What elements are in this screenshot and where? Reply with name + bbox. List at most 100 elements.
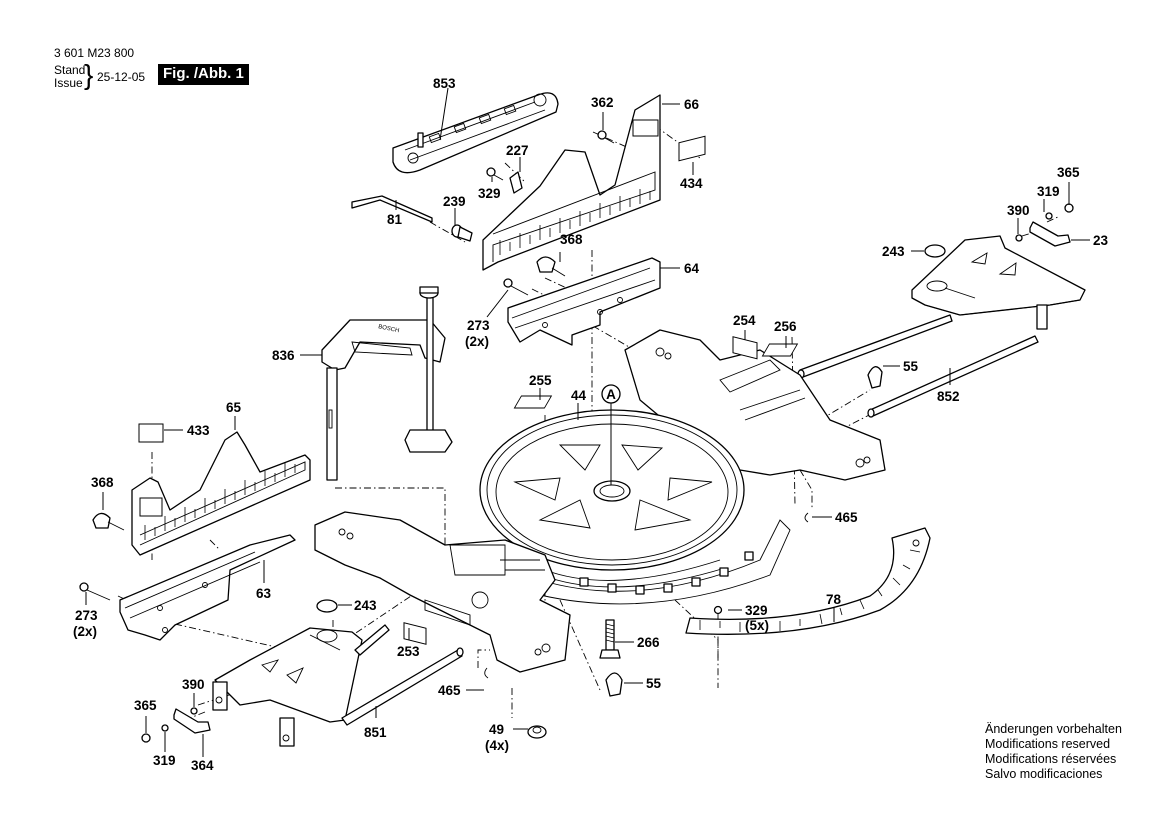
knob-368-left — [92, 512, 125, 531]
label-266: 266 — [637, 635, 660, 650]
screw-273-top — [503, 278, 529, 296]
label-65: 65 — [226, 400, 242, 415]
screw-365-right — [1064, 203, 1074, 213]
label-273-top: 273 — [467, 318, 490, 333]
label-239: 239 — [443, 194, 466, 209]
sticker-255 — [513, 395, 553, 409]
washer-319-right — [1045, 212, 1053, 220]
label-23: 23 — [1093, 233, 1109, 248]
label-434: 434 — [680, 176, 703, 191]
label-273-left-qty: (2x) — [73, 624, 97, 639]
label-243-right: 243 — [882, 244, 905, 259]
label-329-bottom-qty: (5x) — [745, 618, 769, 633]
label-area-65 — [139, 497, 163, 517]
nut-49 — [527, 725, 547, 739]
document-number: 3 601 M23 800 — [54, 46, 135, 60]
label-253: 253 — [397, 644, 420, 659]
label-243-left: 243 — [354, 598, 377, 613]
notice-line-de: Änderungen vorbehalten — [985, 722, 1122, 736]
label-64: 64 — [684, 261, 700, 276]
base-left-wing — [314, 511, 571, 673]
part-labels: 853 362 66 227 329 434 81 239 368 64 273… — [73, 76, 1109, 773]
label-368-left: 368 — [91, 475, 114, 490]
clip-465-right — [804, 512, 809, 523]
label-851: 851 — [364, 725, 387, 740]
stand-issue-label: Stand Issue — [54, 64, 85, 90]
label-368-top: 368 — [560, 232, 583, 247]
label-273-left: 273 — [75, 608, 98, 623]
label-390-right: 390 — [1007, 203, 1030, 218]
modifications-notice: Änderungen vorbehalten Modifications res… — [985, 722, 1122, 782]
brace-icon: } — [84, 59, 94, 90]
label-256: 256 — [774, 319, 797, 334]
svg-text:BOSCH: BOSCH — [378, 324, 400, 334]
screw-365-left — [141, 733, 151, 743]
scale-ticks-66 — [499, 189, 651, 255]
issue-label: Issue — [54, 76, 83, 90]
label-49-qty: (4x) — [485, 738, 509, 753]
label-362: 362 — [591, 95, 614, 110]
scale-ticks-65 — [144, 462, 296, 540]
notice-line-fr: Modifications réservées — [985, 752, 1117, 766]
rods-852 — [797, 314, 1039, 418]
sticker-253 — [403, 622, 427, 645]
part-64-rail — [507, 257, 661, 346]
label-255: 255 — [529, 373, 552, 388]
label-66: 66 — [684, 97, 700, 112]
notice-line-en: Modifications reserved — [985, 737, 1111, 751]
washer-243-right — [924, 244, 946, 258]
turntable-44 — [479, 409, 745, 588]
label-49: 49 — [489, 722, 504, 737]
part-853-guide — [392, 92, 559, 174]
plug-239 — [451, 224, 473, 242]
part-63-rail — [119, 534, 296, 641]
screw-362 — [597, 130, 615, 144]
hex-key-81 — [351, 195, 433, 223]
label-433: 433 — [187, 423, 210, 438]
label-254: 254 — [733, 313, 756, 328]
washer-390-right — [1015, 234, 1023, 242]
right-extension-table — [911, 235, 1086, 330]
washer-319-left — [161, 724, 169, 732]
label-319-left: 319 — [153, 753, 176, 768]
label-319-right: 319 — [1037, 184, 1060, 199]
reference-marker-a: A — [601, 384, 621, 485]
label-390-left: 390 — [182, 677, 205, 692]
clip-465-left — [484, 667, 489, 679]
base-right-wing — [624, 329, 886, 481]
label-365-left: 365 — [134, 698, 157, 713]
label-area-66 — [632, 119, 659, 137]
notice-line-es: Salvo modificaciones — [985, 767, 1103, 781]
bevel-scale-78 — [685, 527, 931, 635]
scale-78-ticks — [699, 549, 921, 632]
label-44: 44 — [571, 388, 587, 403]
label-836: 836 — [272, 348, 295, 363]
label-55-bottom: 55 — [646, 676, 662, 691]
washer-390-left — [190, 707, 198, 715]
washer-243-left — [316, 599, 338, 613]
left-extension-table — [212, 627, 363, 747]
part-66-fence — [482, 94, 661, 271]
miter-arm-ring — [539, 519, 791, 605]
screw-329-top — [486, 167, 504, 181]
rods-851 — [341, 624, 464, 726]
part-65-fence — [131, 431, 311, 556]
stand-label: Stand — [54, 63, 86, 77]
issue-date: 25-12-05 — [97, 70, 146, 84]
knob-55-bottom — [605, 672, 623, 697]
lock-plate-364 — [173, 708, 211, 734]
label-853: 853 — [433, 76, 456, 91]
clamp-836: BOSCH — [321, 286, 453, 481]
label-81: 81 — [387, 212, 403, 227]
label-364: 364 — [191, 758, 214, 773]
lock-plate-23 — [1029, 221, 1071, 247]
sticker-434 — [678, 135, 706, 162]
label-55-right: 55 — [903, 359, 919, 374]
reference-marker-text: A — [606, 387, 616, 402]
label-78: 78 — [826, 592, 842, 607]
label-852: 852 — [937, 389, 960, 404]
label-465-right: 465 — [835, 510, 858, 525]
label-329-bottom: 329 — [745, 603, 768, 618]
knob-55-right — [867, 366, 883, 389]
